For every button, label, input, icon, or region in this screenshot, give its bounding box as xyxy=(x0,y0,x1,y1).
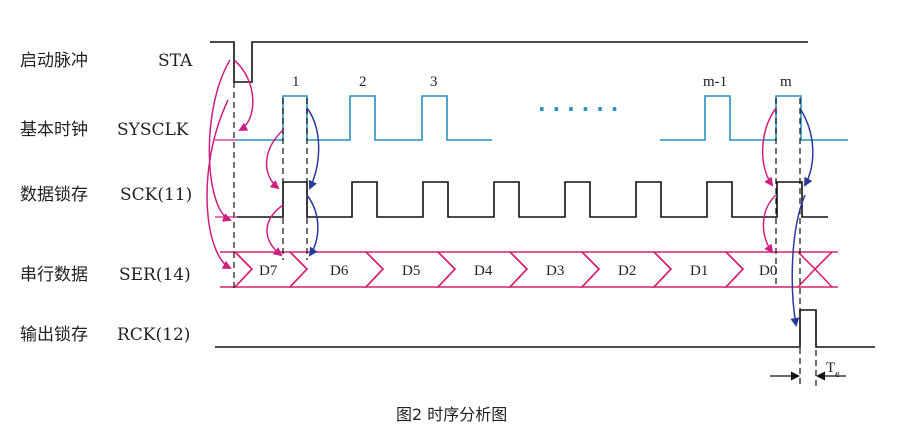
sck-waveform xyxy=(237,181,828,218)
arrow-sta-to-sck xyxy=(208,59,232,222)
arrow-sckm-to-ser xyxy=(762,194,777,254)
ellipsis: · · · · · · xyxy=(538,97,618,121)
arrow-clk1-to-sck xyxy=(265,129,284,190)
pulse-label-m-1: m-1 xyxy=(703,74,727,90)
pulse-label-3: 3 xyxy=(430,74,438,90)
rck-cn-label: 输出锁存 xyxy=(20,325,88,345)
bit-label-d2: D2 xyxy=(618,263,636,279)
pulse-label-2: 2 xyxy=(359,74,367,90)
bit-label-d3: D3 xyxy=(546,263,564,279)
pulse-label-1: 1 xyxy=(292,74,300,90)
sysclk-cn-label: 基本时钟 xyxy=(20,120,88,140)
ser-bus-left-edge xyxy=(220,251,254,288)
ser-cn-label: 串行数据 xyxy=(20,265,88,285)
sysclk-label: SYSCLK xyxy=(117,120,189,140)
arrow-clkm-fall-to-sck xyxy=(800,109,814,187)
arrow-sck-fall-to-ser xyxy=(306,194,319,257)
arrow-sck-to-ser xyxy=(266,204,284,257)
arrow-sta-to-ser xyxy=(206,99,232,269)
sta-waveform xyxy=(210,41,808,83)
dashed-guides xyxy=(233,82,817,388)
sysclk-waveform-right xyxy=(660,95,848,141)
sta-label: STA xyxy=(158,51,193,71)
sck-cn-label: 数据锁存 xyxy=(20,185,88,205)
ser-bus-right-edge xyxy=(798,251,838,288)
bit-label-d7: D7 xyxy=(259,263,278,279)
blue-arrows xyxy=(306,107,814,327)
arrow-clkm-to-sck xyxy=(762,107,777,187)
rck-waveform xyxy=(215,309,875,348)
pulse-label-m: m xyxy=(780,74,792,90)
sck-label: SCK(11) xyxy=(120,185,192,205)
rck-label: RCK(12) xyxy=(117,325,190,345)
ser-data-bus xyxy=(220,251,838,288)
magenta-arrows xyxy=(206,59,777,269)
te-label: Te xyxy=(826,360,840,380)
bit-label-d4: D4 xyxy=(474,263,493,279)
bit-label-d5: D5 xyxy=(402,263,420,279)
arrow-clk1-fall-to-sck xyxy=(306,107,320,190)
arrow-sck-to-rck xyxy=(790,194,806,327)
bit-label-d1: D1 xyxy=(690,263,708,279)
figure-caption: 图2 时序分析图 xyxy=(396,405,507,424)
bit-label-d6: D6 xyxy=(330,263,349,279)
bit-label-d0: D0 xyxy=(759,263,777,279)
sta-cn-label: 启动脉冲 xyxy=(20,51,88,71)
sysclk-waveform-left xyxy=(237,95,492,141)
arrow-sta-to-sysclk xyxy=(233,59,254,131)
ser-label: SER(14) xyxy=(119,265,191,285)
